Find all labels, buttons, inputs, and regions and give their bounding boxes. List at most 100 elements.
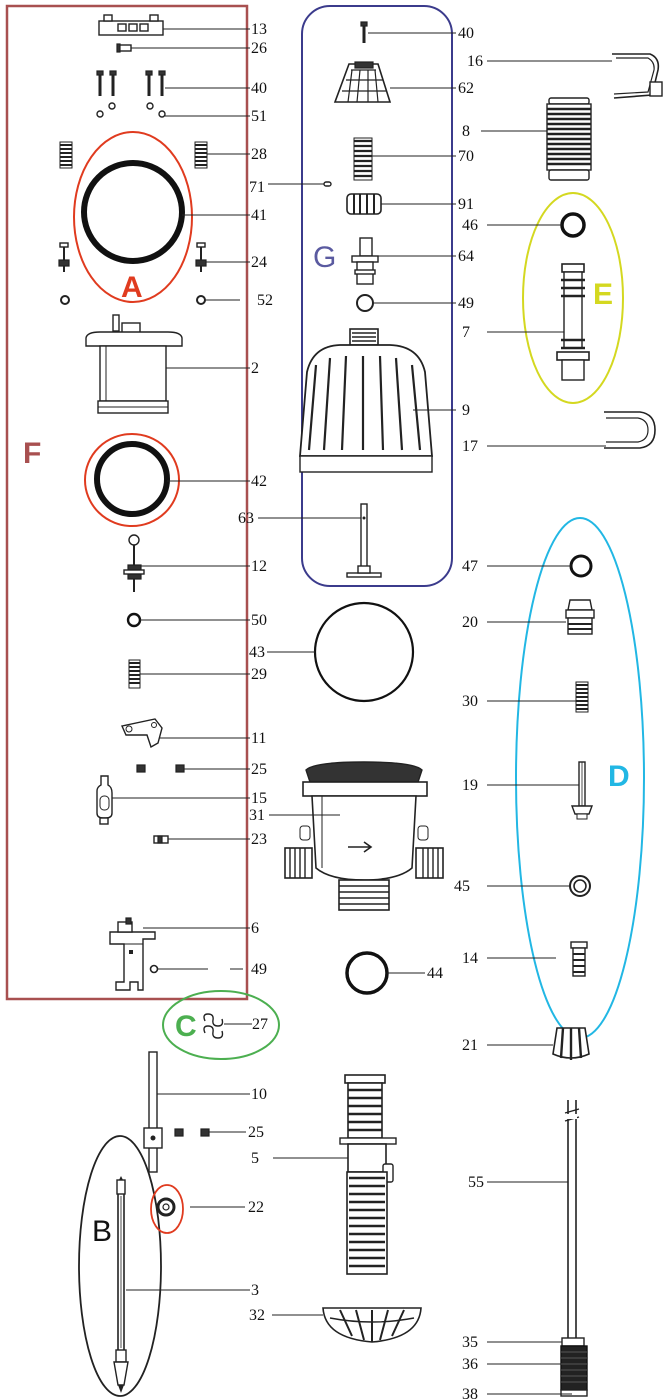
label-41: 41	[251, 207, 267, 224]
label-25-upper: 25	[251, 761, 267, 778]
label-10: 10	[251, 1086, 267, 1103]
part-13-clip	[98, 14, 164, 36]
label-3: 3	[251, 1282, 259, 1299]
group-letter-f: F	[23, 437, 41, 470]
label-25-lower: 25	[248, 1124, 264, 1141]
label-12: 12	[251, 558, 267, 575]
label-17: 17	[462, 438, 478, 455]
label-38: 38	[462, 1386, 478, 1399]
label-70: 70	[458, 148, 474, 165]
part-49-ring-left	[149, 964, 159, 974]
label-47: 47	[462, 558, 478, 575]
part-15-link	[96, 775, 113, 825]
part-7-connector	[556, 263, 590, 381]
part-12-valve	[123, 534, 145, 592]
part-27-clips	[203, 1013, 224, 1039]
part-42-oring	[94, 441, 170, 517]
part-51-washers	[96, 102, 166, 118]
label-6: 6	[251, 920, 259, 937]
label-20: 20	[462, 614, 478, 631]
label-13: 13	[251, 21, 267, 38]
part-21-nut	[552, 1027, 590, 1060]
label-64: 64	[458, 248, 474, 265]
label-16: 16	[467, 53, 483, 70]
part-30-spring	[575, 681, 589, 713]
part-28-springs	[59, 141, 208, 169]
group-f-outline	[5, 4, 249, 1001]
part-24-bolts	[58, 242, 207, 272]
label-19: 19	[462, 777, 478, 794]
label-5: 5	[251, 1150, 259, 1167]
part-23-pin	[153, 835, 169, 844]
label-21: 21	[462, 1037, 478, 1054]
part-47-oring	[569, 554, 593, 578]
group-letter-e: E	[593, 278, 613, 311]
part-6-bracket	[109, 917, 156, 991]
part-10-rod	[143, 1051, 163, 1173]
label-91: 91	[458, 196, 474, 213]
label-22: 22	[248, 1199, 264, 1216]
part-50-oring	[126, 612, 142, 628]
part-43-gasket	[313, 601, 415, 703]
label-23: 23	[251, 831, 267, 848]
part-29-spring	[128, 659, 141, 689]
label-43: 43	[249, 644, 265, 661]
part-32-strainer	[322, 1307, 422, 1343]
label-29: 29	[251, 666, 267, 683]
group-c-outline	[162, 990, 280, 1060]
part-46-oring	[560, 212, 586, 238]
label-11: 11	[251, 730, 266, 747]
part-26-pin	[116, 43, 132, 53]
label-42: 42	[251, 473, 267, 490]
part-11-lever	[121, 718, 163, 749]
label-63: 63	[238, 510, 254, 527]
part-20-seat	[565, 599, 595, 635]
label-26: 26	[251, 40, 267, 57]
label-14: 14	[462, 950, 478, 967]
label-30: 30	[462, 693, 478, 710]
label-55: 55	[468, 1174, 484, 1191]
part-70-spring	[353, 137, 373, 181]
group-letter-g: G	[313, 241, 336, 274]
part-55-hose	[564, 1100, 580, 1338]
label-31: 31	[249, 807, 265, 824]
label-15: 15	[251, 790, 267, 807]
part-91-nut	[346, 193, 382, 215]
group-letter-d: D	[608, 760, 630, 793]
group-42-outline	[84, 433, 180, 527]
part-8-bellows	[546, 97, 592, 181]
label-49-left: 49	[251, 961, 267, 978]
part-22-ring	[156, 1197, 176, 1217]
label-36: 36	[462, 1356, 478, 1373]
part-17-clip	[604, 411, 656, 449]
part-40-screws	[96, 70, 166, 96]
part-44-oring	[345, 951, 389, 995]
label-2: 2	[251, 360, 259, 377]
part-64-valve	[351, 237, 379, 285]
part-63-stem	[346, 503, 382, 578]
ring-22-outline	[150, 1184, 184, 1234]
label-50: 50	[251, 612, 267, 629]
part-2-piston-cylinder	[85, 314, 183, 414]
part-62-knob	[333, 61, 392, 103]
part-14-fitting	[570, 941, 588, 977]
part-35-36-38-foot-filter	[560, 1337, 588, 1397]
group-a-outline	[73, 131, 193, 303]
part-19-poppet	[570, 761, 594, 820]
label-27: 27	[252, 1016, 268, 1033]
part-71-pin	[323, 181, 332, 187]
label-40-right: 40	[458, 25, 474, 42]
part-9-dome	[299, 328, 433, 473]
label-28: 28	[251, 146, 267, 163]
part-25-blocks	[136, 764, 185, 773]
label-40-left: 40	[251, 80, 267, 97]
label-46: 46	[462, 217, 478, 234]
label-8: 8	[462, 123, 470, 140]
part-3-rod	[113, 1176, 129, 1393]
group-b-outline	[78, 1135, 162, 1397]
label-49-middle: 49	[458, 295, 474, 312]
label-32: 32	[249, 1307, 265, 1324]
label-71: 71	[249, 179, 265, 196]
group-letter-b: B	[92, 1215, 112, 1248]
part-25-blocks-lower	[174, 1128, 210, 1137]
